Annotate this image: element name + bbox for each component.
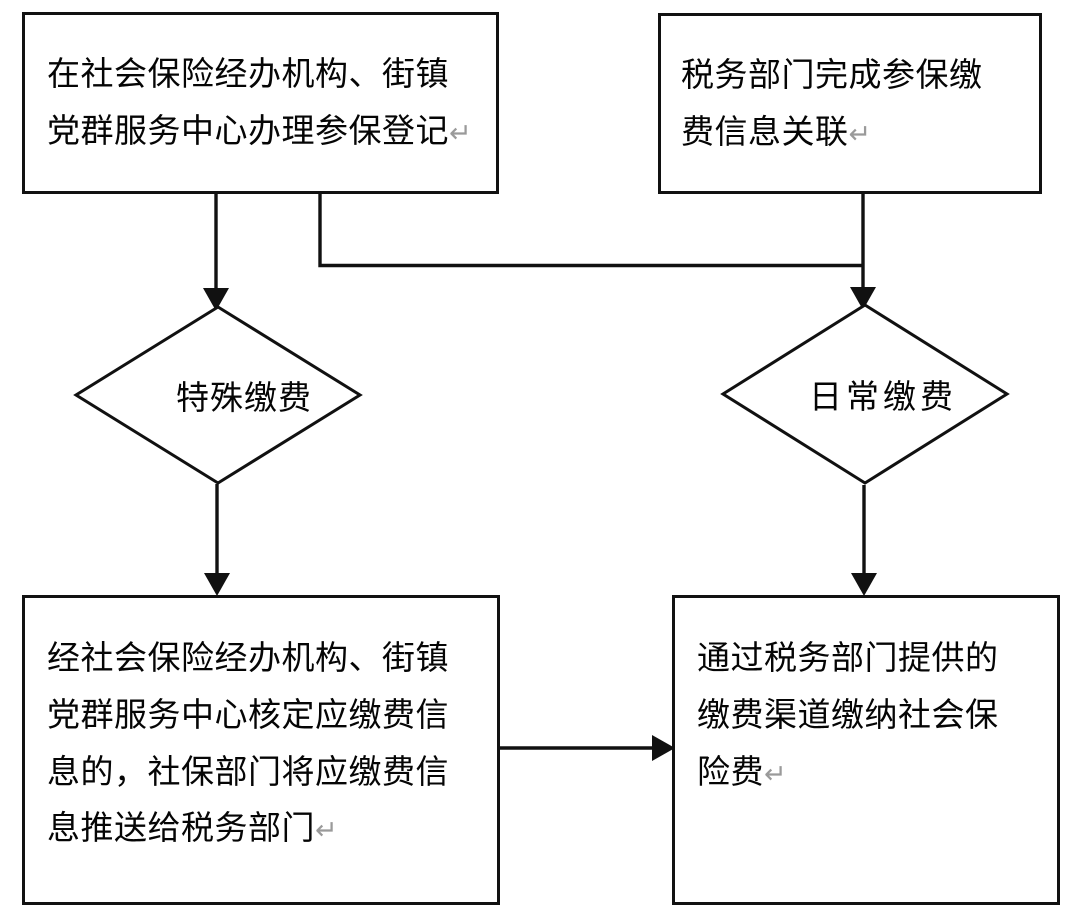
connector-registration-to-daily — [318, 194, 863, 268]
daily-payment-diamond-label: 日常缴费 — [809, 377, 957, 416]
tax-link-box-text: 税务部门完成参保缴费信息关联↵ — [661, 47, 1039, 161]
pay-channel-line-2: 缴费渠道缴纳社会保 — [697, 694, 999, 734]
push-info-line-1: 经社会保险经办机构、街镇 — [47, 638, 449, 677]
push-info-line-4: 息推送给税务部门 — [47, 808, 315, 848]
connector-daily-to-pay-channel — [851, 485, 877, 596]
pay-channel-line-1: 通过税务部门提供的 — [697, 638, 999, 677]
node-special-payment-diamond[interactable]: 特殊缴费 — [73, 305, 363, 485]
connector-registration-to-special — [203, 194, 229, 311]
registration-pilcrow-icon: ↵ — [449, 118, 472, 149]
special-payment-diamond-shape — [73, 305, 363, 485]
tax-link-line-1: 税务部门完成参保缴 — [681, 54, 983, 94]
tax-link-line-2: 费信息关联 — [681, 111, 849, 151]
node-push-info-box[interactable]: 经社会保险经办机构、街镇党群服务中心核定应缴费信息的，社保部门将应缴费信息推送给… — [22, 595, 500, 905]
node-tax-link-box[interactable]: 税务部门完成参保缴费信息关联↵ — [658, 13, 1042, 194]
node-pay-channel-box[interactable]: 通过税务部门提供的缴费渠道缴纳社会保险费↵ — [672, 595, 1060, 905]
push-info-line-3: 息的，社保部门将应缴费信 — [47, 751, 449, 791]
push-info-pilcrow-icon: ↵ — [315, 815, 338, 847]
connector-special-to-push-info — [204, 484, 230, 596]
node-daily-payment-diamond[interactable]: 日常缴费 — [720, 303, 1010, 485]
registration-line-1: 在社会保险经办机构、街镇 — [47, 54, 449, 94]
registration-line-2: 党群服务中心办理参保登记 — [47, 111, 449, 150]
pay-channel-pilcrow-icon: ↵ — [764, 758, 787, 790]
pay-channel-line-3: 险费 — [697, 751, 764, 791]
pay-channel-box-text: 通过税务部门提供的缴费渠道缴纳社会保险费↵ — [675, 598, 1057, 800]
special-payment-diamond-label: 特殊缴费 — [176, 378, 312, 417]
tax-link-pilcrow-icon: ↵ — [848, 118, 872, 150]
push-info-line-2: 党群服务中心核定应缴费信 — [47, 694, 449, 734]
push-info-box-text: 经社会保险经办机构、街镇党群服务中心核定应缴费信息的，社保部门将应缴费信息推送给… — [25, 598, 497, 857]
registration-box-text: 在社会保险经办机构、街镇党群服务中心办理参保登记↵ — [25, 46, 496, 160]
connector-push-info-to-pay-channel — [500, 735, 675, 761]
connector-tax-link-to-daily — [850, 194, 876, 310]
node-registration-box[interactable]: 在社会保险经办机构、街镇党群服务中心办理参保登记↵ — [22, 12, 499, 194]
daily-payment-diamond-shape — [720, 303, 1010, 485]
